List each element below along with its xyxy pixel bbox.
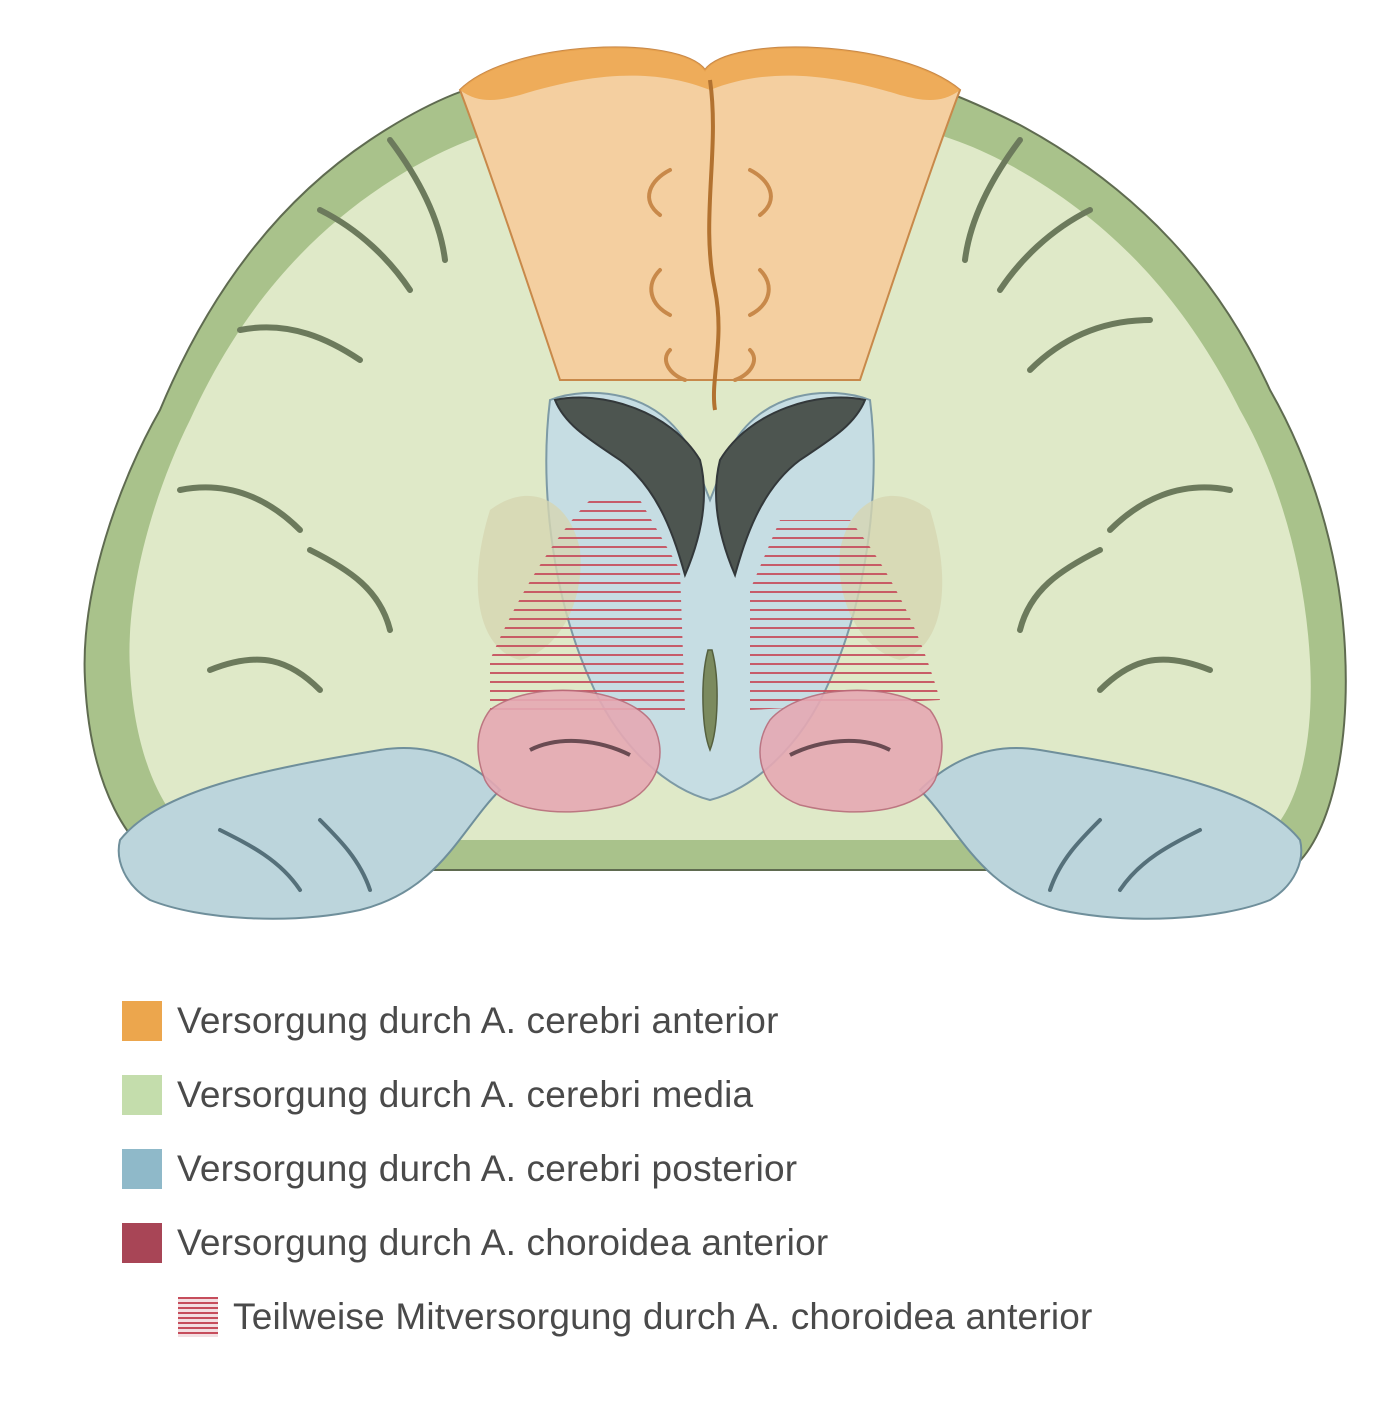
legend: Versorgung durch A. cerebri anterior Ver…	[122, 995, 1272, 1365]
legend-item-media: Versorgung durch A. cerebri media	[122, 1069, 1272, 1121]
territory-posterior-left	[117, 747, 502, 920]
longitudinal-fissure	[707, 79, 721, 411]
legend-swatch-choroidea	[122, 1223, 162, 1263]
legend-swatch-anterior	[122, 1001, 162, 1041]
sulci-right	[962, 137, 1233, 693]
legend-swatch-media	[122, 1075, 162, 1115]
territory-anterior-cortex	[460, 47, 960, 100]
third-ventricle	[702, 649, 718, 753]
sulci-left	[177, 137, 448, 693]
lateral-ventricle-right	[714, 396, 867, 578]
legend-item-choroidea: Versorgung durch A. choroidea anterior	[122, 1217, 1272, 1269]
territory-posterior-right	[918, 747, 1303, 920]
hatched-partial-choroidea-right	[750, 520, 940, 710]
legend-label: Versorgung durch A. cerebri anterior	[177, 1000, 779, 1041]
anterior-gyri-lines	[647, 168, 773, 382]
legend-label: Versorgung durch A. cerebri media	[177, 1074, 754, 1115]
legend-item-posterior: Versorgung durch A. cerebri posterior	[122, 1143, 1272, 1195]
legend-label: Versorgung durch A. cerebri posterior	[177, 1148, 798, 1189]
legend-item-hatched: Teilweise Mitversorgung durch A. choroid…	[178, 1291, 1272, 1343]
brain-coronal-section-illustration	[83, 46, 1347, 920]
hatched-partial-choroidea-left	[490, 500, 685, 710]
legend-item-anterior: Versorgung durch A. cerebri anterior	[122, 995, 1272, 1047]
temporal-sulci	[218, 818, 1202, 892]
territory-choroidea-right	[759, 689, 943, 813]
legend-label: Teilweise Mitversorgung durch A. choroid…	[233, 1296, 1093, 1337]
legend-swatch-posterior	[122, 1149, 162, 1189]
hippocampus-fold-left	[529, 739, 631, 757]
territory-choroidea-left	[477, 689, 661, 813]
legend-swatch-hatched	[178, 1297, 218, 1337]
lateral-ventricle-left	[553, 396, 706, 578]
hippocampus-fold-right	[789, 739, 891, 757]
legend-label: Versorgung durch A. choroidea anterior	[177, 1222, 829, 1263]
